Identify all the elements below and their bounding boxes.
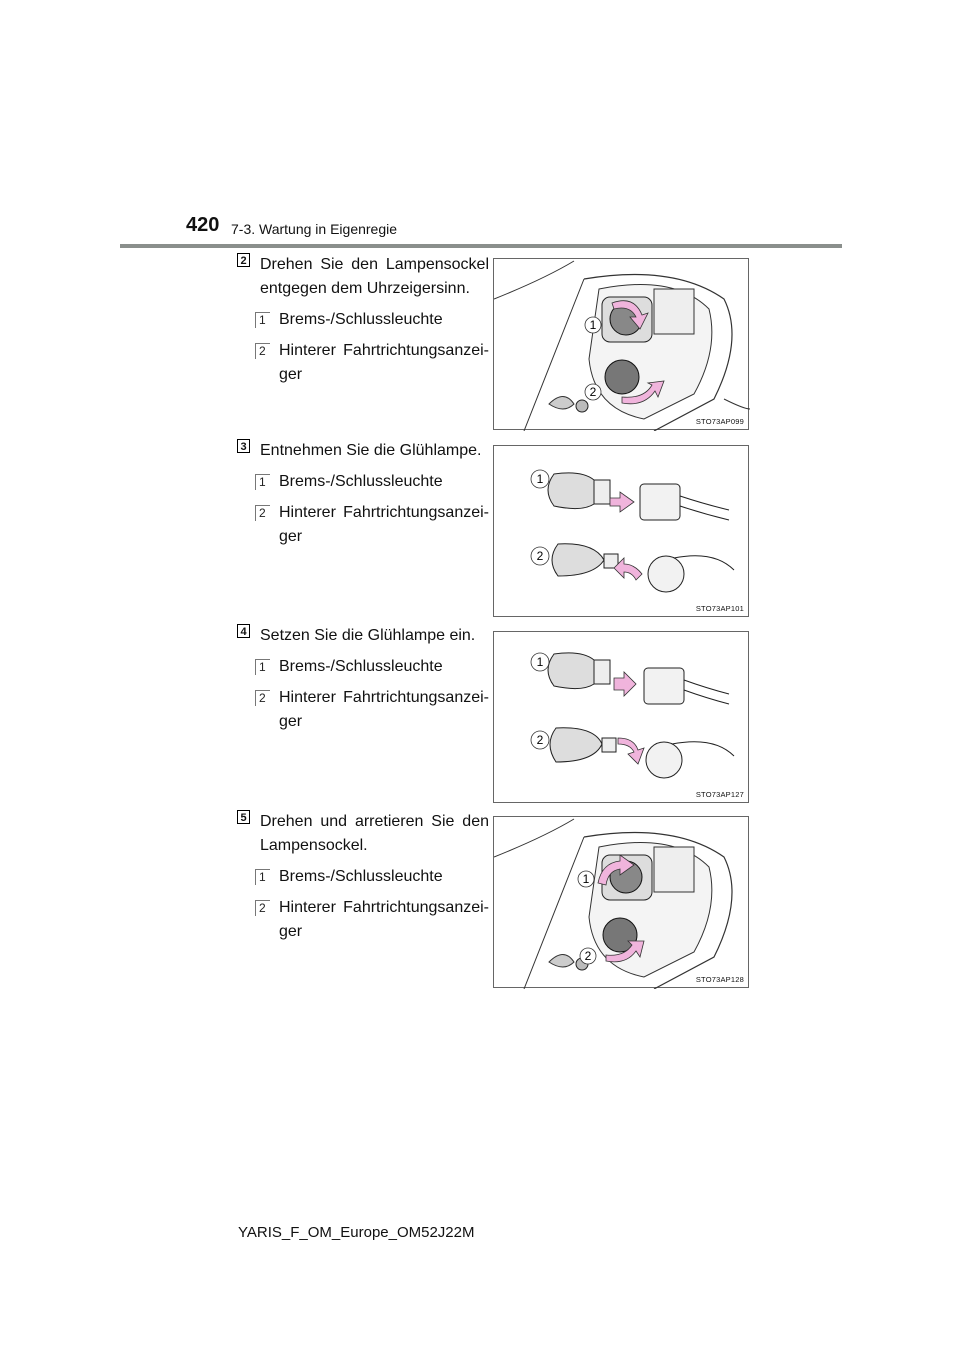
callout-2: 2 [590, 385, 597, 399]
callout-2: 2 [537, 733, 544, 747]
list-item: 1 Brems-/Schlussleuchte [237, 655, 489, 679]
callout-1: 1 [537, 655, 544, 669]
callout-1: 1 [583, 872, 590, 886]
lamp-housing-illustration: 1 2 [494, 818, 733, 989]
item-label: Hinterer Fahrtrichtungsanzei-ger [279, 899, 489, 940]
item-number: 1 [255, 474, 270, 490]
step-instruction: Setzen Sie die Glühlampe ein. [260, 627, 476, 644]
page-number: 420 [186, 214, 220, 236]
item-label: Brems-/Schlussleuchte [279, 311, 443, 328]
figure-code: STO73AP101 [695, 604, 744, 613]
figure-lock-socket: 1 2 STO73AP128 [493, 816, 749, 989]
item-number: 1 [255, 312, 270, 328]
item-label: Brems-/Schlussleuchte [279, 658, 443, 675]
item-label: Hinterer Fahrtrichtungsanzei-ger [279, 689, 489, 730]
figure-code: STO73AP127 [695, 790, 744, 799]
item-number: 2 [255, 690, 270, 706]
arrow-icon [617, 737, 645, 765]
item-number: 1 [255, 659, 270, 675]
step-3: 3 Entnehmen Sie die Glühlampe. 1 Brems-/… [237, 439, 489, 549]
step-instruction: Drehen und arretieren Sie den Lampensock… [260, 813, 489, 854]
figure-insert-bulb: 1 2 STO73AP127 [493, 631, 749, 803]
section-title: 7-3. Wartung in Eigenregie [231, 221, 398, 237]
arrow-icon [611, 300, 649, 330]
item-number: 2 [255, 505, 270, 521]
bulb-insertion-illustration: 1 2 [530, 652, 735, 779]
item-label: Brems-/Schlussleuchte [279, 868, 443, 885]
arrow-icon [621, 380, 665, 405]
list-item: 2 Hinterer Fahrtrichtungsanzei-ger [237, 339, 489, 387]
figure-code: STO73AP099 [695, 417, 744, 426]
item-label: Brems-/Schlussleuchte [279, 473, 443, 490]
bulb-removal-illustration: 1 2 [530, 469, 735, 593]
step-number-box: 5 [237, 810, 250, 824]
list-item: 2 Hinterer Fahrtrichtungsanzei-ger [237, 501, 489, 549]
list-item: 1 Brems-/Schlussleuchte [237, 865, 489, 889]
lamp-housing-illustration: 1 2 [494, 260, 750, 431]
step-number-box: 2 [237, 253, 250, 267]
step-2: 2 Drehen Sie den Lampensockel entgegen d… [237, 253, 489, 387]
arrow-icon [597, 854, 635, 886]
callout-1: 1 [590, 318, 597, 332]
item-number: 2 [255, 900, 270, 916]
step-number-box: 4 [237, 624, 250, 638]
list-item: 1 Brems-/Schlussleuchte [237, 470, 489, 494]
arrow-icon [605, 940, 645, 963]
figure-turn-socket: 1 2 STO73AP099 [493, 258, 750, 431]
item-number: 1 [255, 869, 270, 885]
step-number-box: 3 [237, 439, 250, 453]
figure-code: STO73AP128 [695, 975, 744, 984]
callout-2: 2 [537, 549, 544, 563]
header-rule [120, 244, 842, 248]
list-item: 1 Brems-/Schlussleuchte [237, 308, 489, 332]
figure-remove-bulb: 1 2 STO73AP101 [493, 445, 749, 617]
arrow-icon [609, 491, 635, 513]
item-number: 2 [255, 343, 270, 359]
callout-2: 2 [585, 949, 592, 963]
list-item: 2 Hinterer Fahrtrichtungsanzei-ger [237, 686, 489, 734]
item-label: Hinterer Fahrtrichtungsanzei-ger [279, 504, 489, 545]
footer-document-id: YARIS_F_OM_Europe_OM52J22M [238, 1224, 475, 1241]
step-4: 4 Setzen Sie die Glühlampe ein. 1 Brems-… [237, 624, 489, 734]
step-instruction: Drehen Sie den Lampensockel entgegen dem… [260, 256, 489, 297]
step-5: 5 Drehen und arretieren Sie den Lampenso… [237, 810, 489, 944]
list-item: 2 Hinterer Fahrtrichtungsanzei-ger [237, 896, 489, 944]
callout-1: 1 [537, 472, 544, 486]
item-label: Hinterer Fahrtrichtungsanzei-ger [279, 342, 489, 383]
step-instruction: Entnehmen Sie die Glühlampe. [260, 442, 482, 459]
arrow-icon [613, 557, 643, 581]
arrow-icon [613, 671, 637, 697]
